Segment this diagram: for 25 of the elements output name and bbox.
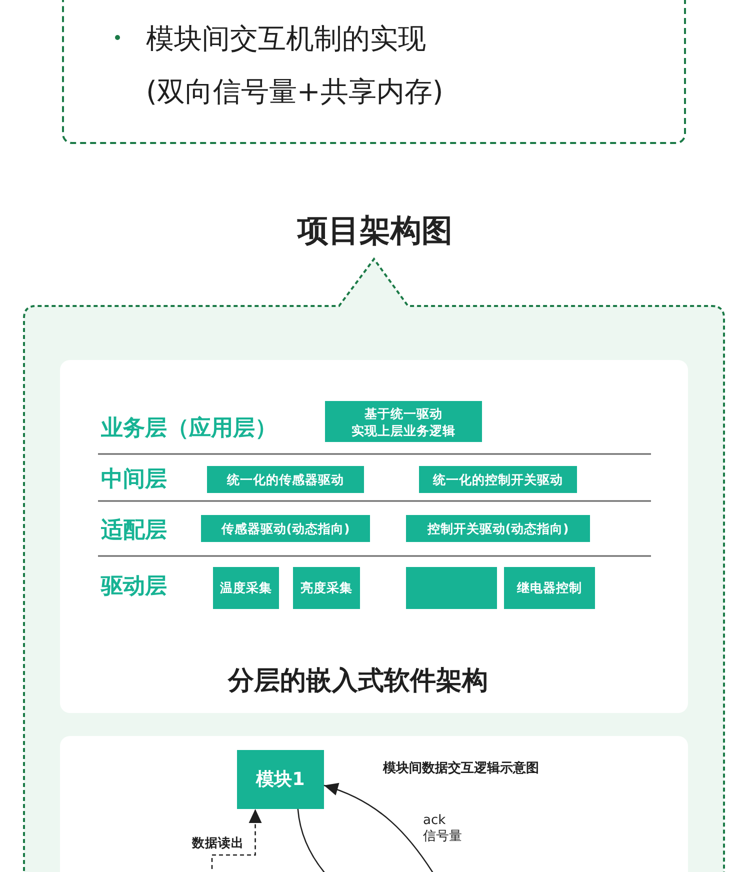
card [60, 360, 688, 713]
module-box: 模块1 [237, 750, 324, 809]
component-box: 亮度采集 [293, 567, 360, 609]
diagram-heading: 分层的嵌入式软件架构 [228, 665, 488, 698]
curved-arrow [324, 783, 436, 872]
component-box: 基于统一驱动实现上层业务逻辑 [325, 401, 482, 442]
component-box: 统一化的控制开关驱动 [419, 466, 577, 493]
dashed-arrow [211, 809, 262, 872]
section-title: 项目架构图 [298, 212, 452, 251]
component-box: 传感器驱动(动态指向) [201, 515, 370, 542]
card [60, 736, 688, 872]
dashed-frame [62, 0, 686, 144]
callout-panel [23, 258, 725, 872]
layer-label: 驱动层 [101, 572, 167, 600]
layer-label: 中间层 [101, 466, 167, 494]
layer-label: 业务层（应用层） [101, 414, 277, 442]
component-box [406, 567, 497, 609]
diagram-heading: 模块间数据交互逻辑示意图 [383, 760, 539, 776]
layer-label: 适配层 [101, 516, 167, 544]
component-box: 统一化的传感器驱动 [207, 466, 364, 493]
component-box: 温度采集 [213, 567, 279, 609]
component-box: 控制开关驱动(动态指向) [406, 515, 590, 542]
edge-label: 数据读出 [192, 835, 244, 851]
component-box: 继电器控制 [504, 567, 595, 609]
bullet-text: 模块间交互机制的实现(双向信号量+共享内存) [146, 20, 444, 110]
